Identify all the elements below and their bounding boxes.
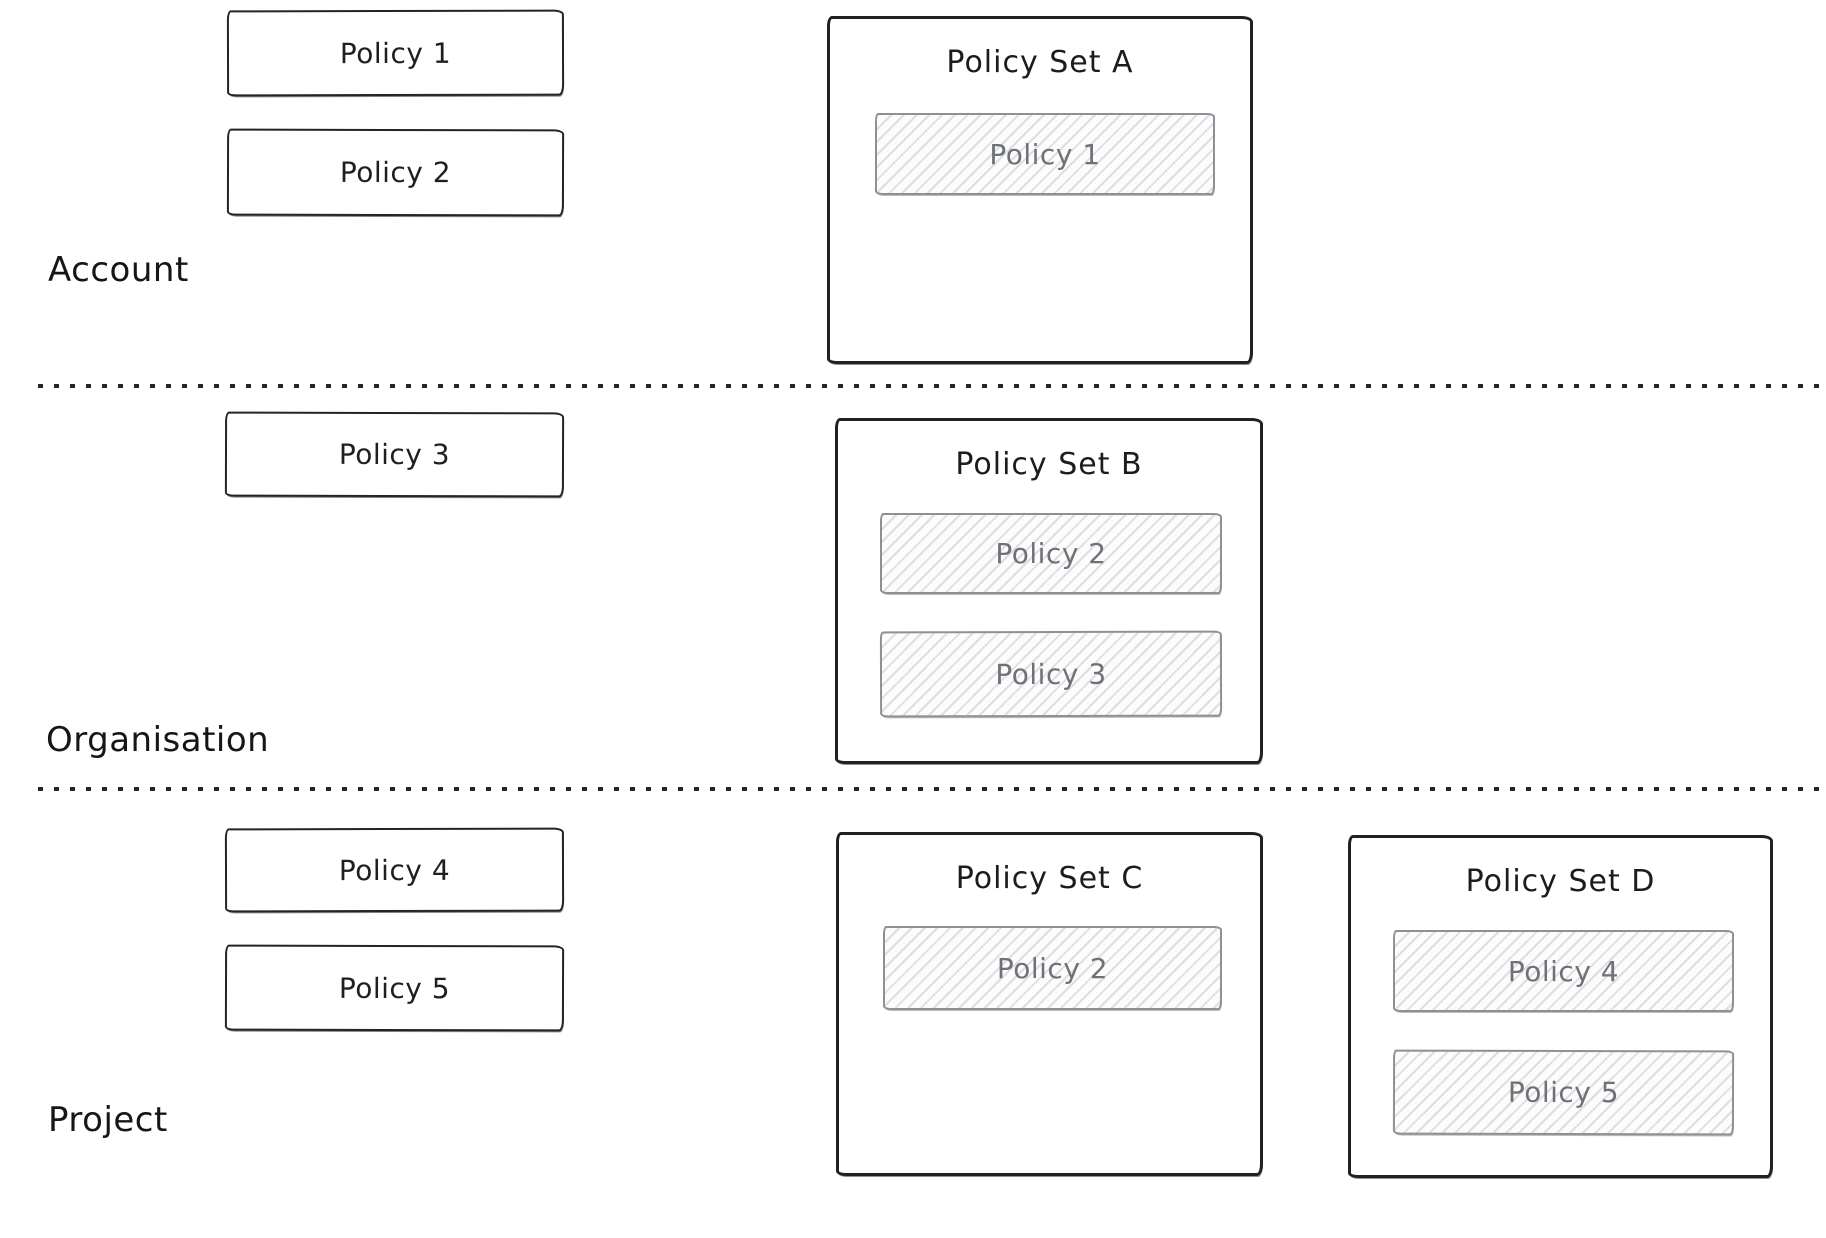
policy-set: Policy Set A Policy 1	[827, 16, 1253, 364]
policy-member-label: Policy 4	[1507, 954, 1620, 988]
policy-card: Policy 2	[226, 128, 565, 217]
policy-member-label: Policy 3	[995, 657, 1107, 691]
policy-card-label: Policy 1	[339, 36, 452, 70]
policy-member-label: Policy 5	[1507, 1075, 1620, 1110]
policy-member: Policy 4	[1393, 930, 1734, 1012]
policy-card: Policy 1	[226, 9, 565, 97]
policy-set: Policy Set D Policy 4 Policy 5	[1348, 835, 1773, 1178]
policy-member-label: Policy 2	[996, 951, 1109, 985]
policy-card-label: Policy 4	[338, 853, 451, 887]
policy-member-label: Policy 1	[989, 137, 1101, 171]
policy-member: Policy 2	[880, 513, 1222, 594]
policy-card-label: Policy 3	[338, 437, 451, 472]
policy-member: Policy 2	[883, 926, 1222, 1010]
policy-set-title: Policy Set C	[955, 861, 1144, 896]
section-divider	[38, 384, 1826, 388]
policy-set: Policy Set C Policy 2	[836, 832, 1263, 1176]
section-label-organisation: Organisation	[46, 720, 270, 760]
policy-card: Policy 4	[224, 827, 565, 913]
policy-member: Policy 5	[1392, 1049, 1735, 1136]
policy-set-title: Policy Set B	[955, 447, 1143, 482]
policy-card: Policy 3	[224, 411, 565, 498]
policy-set-title: Policy Set A	[946, 45, 1134, 80]
section-label-project: Project	[48, 1100, 168, 1140]
policy-set-title: Policy Set D	[1465, 864, 1656, 899]
policy-set: Policy Set B Policy 2 Policy 3	[835, 418, 1263, 764]
section-divider	[38, 787, 1826, 791]
policy-member: Policy 3	[879, 630, 1223, 718]
policy-card-label: Policy 2	[339, 155, 452, 190]
policy-member: Policy 1	[875, 113, 1215, 195]
section-label-account: Account	[48, 250, 189, 290]
policy-card-label: Policy 5	[338, 971, 451, 1005]
policy-card: Policy 5	[224, 944, 565, 1032]
policy-member-label: Policy 2	[995, 537, 1107, 570]
